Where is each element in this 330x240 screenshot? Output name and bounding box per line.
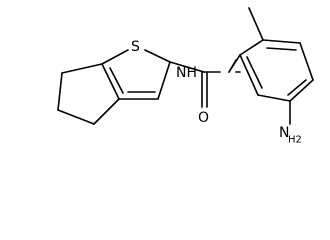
bond bbox=[169, 61, 205, 73]
bond bbox=[109, 67, 124, 94]
bond bbox=[157, 61, 171, 100]
bond bbox=[57, 109, 95, 125]
bond bbox=[287, 79, 307, 96]
bond bbox=[262, 39, 301, 44]
thiophene-ring bbox=[101, 49, 171, 100]
nh-label: NH bbox=[176, 65, 197, 81]
oxygen-atom-label: O bbox=[198, 110, 209, 126]
bond bbox=[257, 94, 291, 102]
bond bbox=[57, 72, 63, 111]
bond bbox=[239, 39, 264, 56]
bond bbox=[101, 63, 120, 100]
methyl-bond bbox=[248, 7, 264, 41]
sulfur-atom-label: S bbox=[131, 39, 140, 55]
amine-n-label: N bbox=[279, 125, 289, 141]
benzene-ring bbox=[228, 39, 314, 102]
bond bbox=[93, 98, 120, 125]
chemical-structure-diagram: S O NH N H2 bbox=[57, 7, 314, 146]
bond bbox=[144, 49, 171, 63]
amide-group bbox=[169, 61, 221, 108]
amine-h2-label: H2 bbox=[288, 135, 302, 146]
bond bbox=[239, 54, 259, 96]
bond bbox=[266, 47, 297, 51]
bond bbox=[299, 42, 314, 81]
bond bbox=[246, 56, 263, 89]
bond bbox=[289, 79, 314, 102]
cyclopentane-ring bbox=[57, 63, 120, 125]
bond bbox=[61, 63, 103, 74]
bond bbox=[228, 54, 241, 73]
bond bbox=[101, 49, 129, 65]
